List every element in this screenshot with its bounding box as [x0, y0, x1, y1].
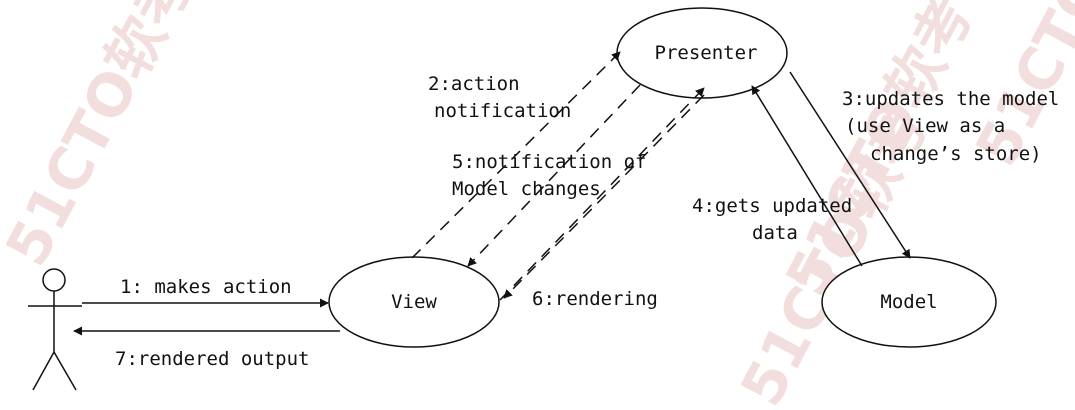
label-notification-model-changes: 5:notification of Model changes — [452, 151, 646, 200]
arrow-action-notification — [411, 51, 621, 259]
label-rendered-output: 7:rendered output — [115, 348, 309, 370]
label-rendering: 6:rendering — [532, 288, 658, 310]
label-action-line2: notification — [434, 100, 571, 122]
label-notif-line1: 5:notification of — [452, 151, 646, 173]
label-action-line1: 2:action — [428, 73, 520, 95]
watermark-1: 51CTO软考 — [0, 0, 206, 277]
actor-figure — [28, 268, 82, 391]
model-label: Model — [880, 291, 937, 313]
label-updates-line2: (use View as a — [845, 115, 1005, 137]
presenter-label: Presenter — [655, 42, 758, 64]
arrow-notification-model-changes — [467, 84, 641, 267]
label-gets-line2: data — [752, 222, 798, 244]
arrow-updates-model — [789, 71, 911, 259]
label-updates-model: 3:updates the model (use View as a chang… — [842, 88, 1059, 165]
label-updates-line3: change’s store) — [870, 143, 1042, 165]
label-updates-line1: 3:updates the model — [842, 88, 1059, 110]
arrow-rendering — [503, 94, 705, 299]
label-action-notification: 2:action notification — [428, 73, 571, 122]
view-label: View — [391, 291, 437, 313]
label-gets-updated-data: 4:gets updated data — [692, 195, 852, 244]
label-notif-line2: Model changes — [452, 178, 601, 200]
arrow-rendering-loop — [499, 87, 705, 301]
arrow-gets-updated-data — [751, 85, 863, 267]
label-gets-line1: 4:gets updated — [692, 195, 852, 217]
label-makes-action: 1: makes action — [120, 276, 292, 298]
